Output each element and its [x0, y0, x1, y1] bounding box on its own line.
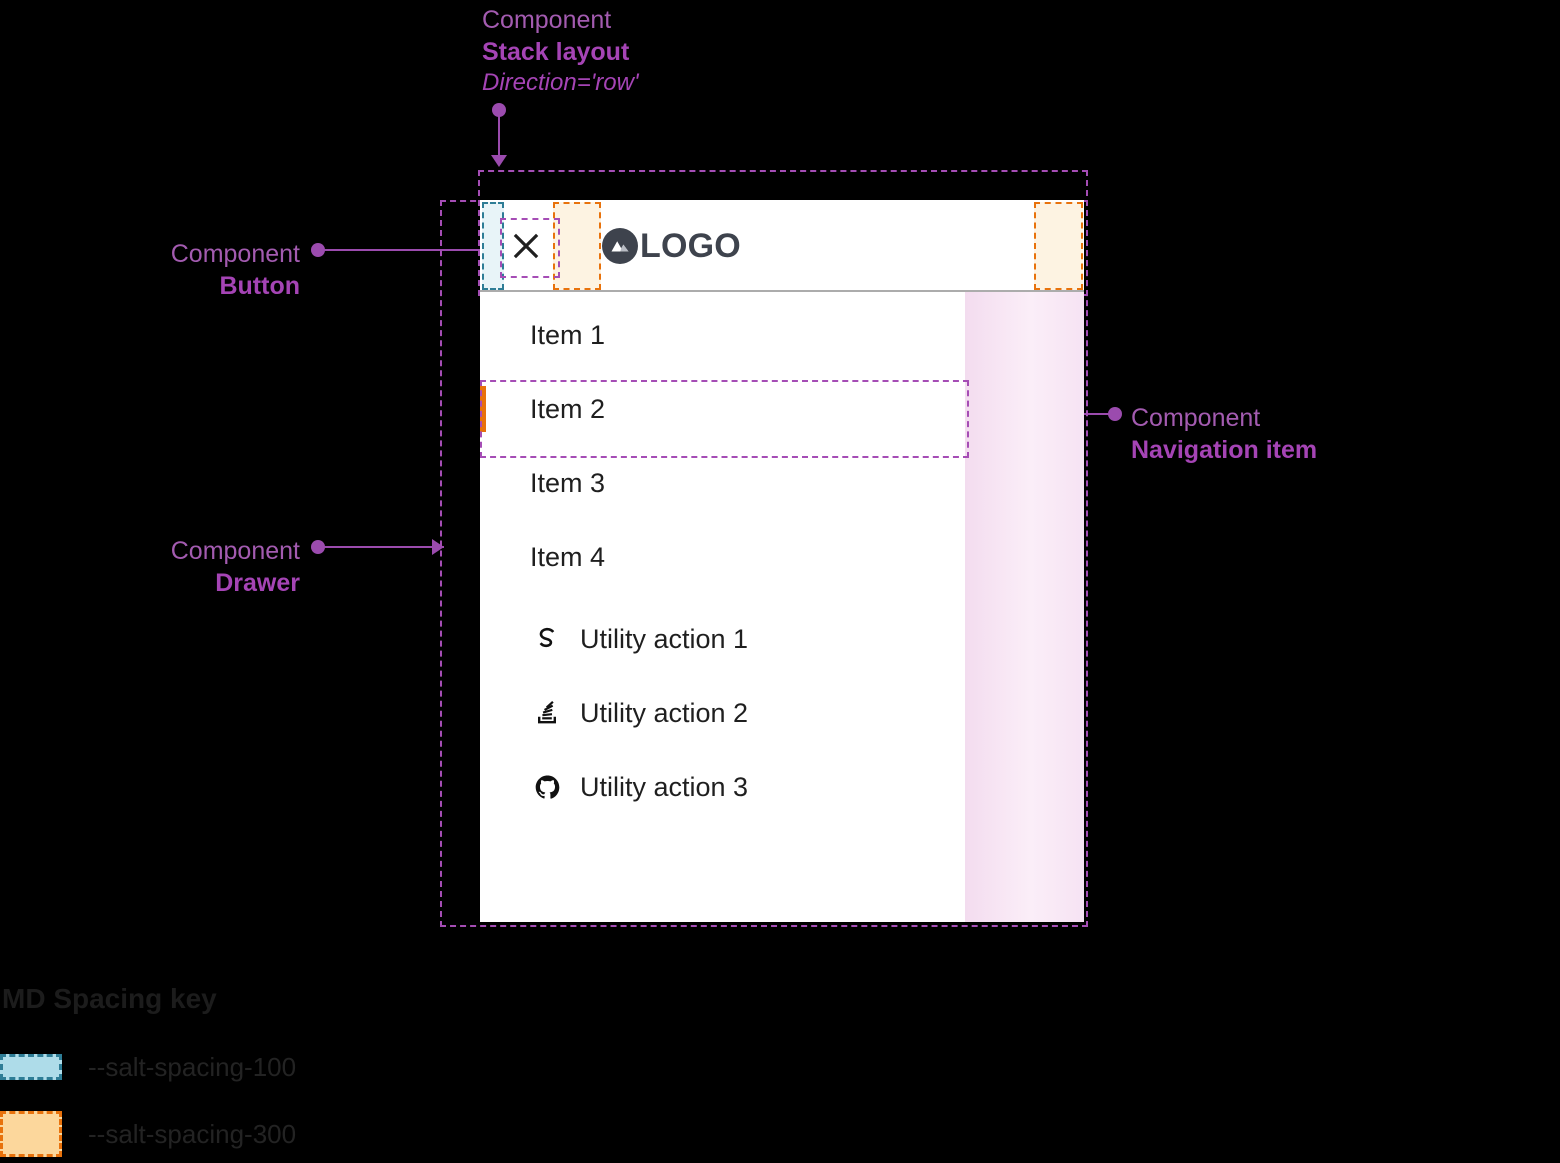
nav-item-3[interactable]: Item 3 — [480, 446, 965, 520]
utility-action-2[interactable]: Utility action 2 — [480, 676, 965, 750]
connector-dot-drawer — [311, 540, 325, 554]
annotation-drawer-name: Drawer — [215, 569, 300, 597]
annotation-button-kind: Component — [170, 240, 300, 268]
utility-action-1[interactable]: Utility action 1 — [480, 602, 965, 676]
drawer-panel: LOGO Item 1 Item 2 Item 3 Item 4 Utilit — [480, 200, 1084, 922]
github-icon — [532, 772, 562, 802]
spacing-300-block-gap — [553, 202, 601, 290]
connector-line-stack-layout — [498, 110, 500, 156]
nav-item-2[interactable]: Item 2 — [480, 372, 965, 446]
connector-dot-button — [311, 243, 325, 257]
nav-item-1[interactable]: Item 1 — [480, 298, 965, 372]
legend-swatch-spacing-300 — [0, 1111, 62, 1157]
utility-action-label: Utility action 2 — [580, 697, 749, 728]
legend-title: MD Spacing key — [2, 983, 217, 1014]
utility-action-label: Utility action 1 — [580, 623, 749, 654]
annotation-stack-layout: Component Stack layout Direction='row' — [482, 4, 639, 99]
nav-item-label: Item 4 — [530, 541, 606, 572]
stack-overflow-icon — [532, 698, 562, 728]
legend-row-spacing-300: --salt-spacing-300 — [0, 1105, 296, 1163]
annotation-stack-layout-name: Stack layout — [482, 38, 630, 66]
spacing-300-block-right — [1034, 202, 1083, 290]
logo: LOGO — [602, 222, 741, 270]
annotation-stack-layout-kind: Component — [482, 6, 612, 34]
legend-swatch-spacing-100 — [0, 1054, 62, 1080]
utility-action-3[interactable]: Utility action 3 — [480, 750, 965, 824]
annotation-navigation-item-kind: Component — [1131, 404, 1261, 432]
mountain-logo-icon — [602, 228, 638, 264]
drawer-body: Item 1 Item 2 Item 3 Item 4 Utility acti… — [480, 292, 1084, 922]
annotation-button-name: Button — [219, 272, 300, 300]
drawer-gradient-overlay — [965, 292, 1084, 922]
nav-item-label: Item 3 — [530, 467, 606, 498]
legend-label-spacing-300: --salt-spacing-300 — [88, 1119, 297, 1149]
nav-item-label: Item 2 — [530, 393, 606, 424]
nav-item-label: Item 1 — [530, 319, 606, 350]
annotation-drawer: Component Drawer — [0, 535, 300, 599]
spacing-100-block-left — [482, 202, 504, 290]
utility-action-label: Utility action 3 — [580, 771, 749, 802]
annotation-stack-layout-prop: Direction='row' — [482, 69, 639, 96]
legend-row-spacing-100: --salt-spacing-100 — [0, 1043, 296, 1091]
connector-arrow-drawer — [432, 539, 444, 555]
connector-line-drawer — [322, 546, 444, 548]
annotation-button: Component Button — [0, 238, 300, 302]
nav-active-indicator — [480, 386, 486, 432]
connector-arrow-stack-layout — [491, 155, 507, 167]
close-button[interactable] — [502, 222, 550, 270]
logo-text: LOGO — [640, 227, 741, 265]
close-icon — [513, 233, 539, 259]
legend-label-spacing-100: --salt-spacing-100 — [88, 1052, 297, 1082]
spacing-key-legend: MD Spacing key --salt-spacing-100 --salt… — [0, 985, 296, 1163]
annotation-navigation-item: Component Navigation item — [1131, 402, 1317, 466]
annotation-drawer-kind: Component — [170, 537, 300, 565]
nav-item-4[interactable]: Item 4 — [480, 520, 965, 594]
connector-line-button — [322, 249, 487, 251]
annotation-navigation-item-name: Navigation item — [1131, 436, 1318, 464]
connector-dot-navigation-item — [1108, 407, 1122, 421]
salt-s-icon — [532, 624, 562, 654]
